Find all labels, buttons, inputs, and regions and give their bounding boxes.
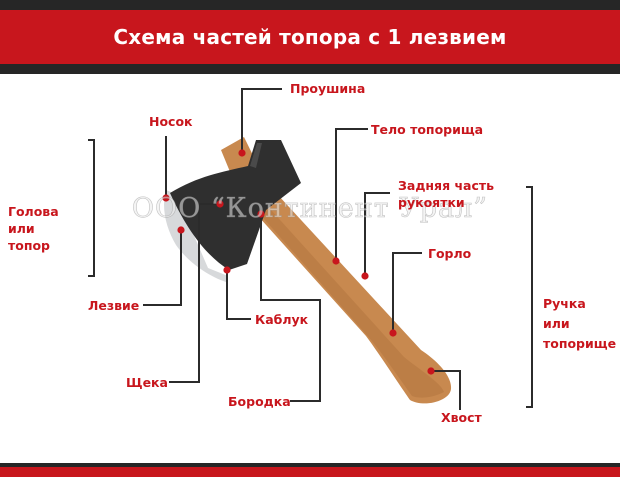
- page-title: Схема частей топора с 1 лезвием: [113, 25, 507, 49]
- label-cheek: Щека: [126, 375, 168, 390]
- leader-blade: [143, 230, 182, 306]
- dot-heel: [223, 266, 231, 274]
- leader-heel: [226, 270, 251, 320]
- label-eye: Проушина: [290, 81, 366, 96]
- label-head: Голова или топор: [8, 204, 59, 253]
- axe-handle: [221, 137, 452, 404]
- bracket-head: [88, 139, 95, 277]
- dot-blade: [177, 226, 185, 234]
- footer-red-band: [0, 467, 620, 477]
- leader-lines: [88, 88, 533, 410]
- label-handle-body: Тело топорища: [371, 122, 484, 137]
- leader-beard: [260, 214, 321, 402]
- handle-shape: [221, 137, 452, 404]
- label-back-of-handle: Задняя часть рукоятки: [398, 178, 495, 210]
- head-body: [170, 140, 301, 270]
- label-beard: Бородка: [228, 394, 291, 409]
- label-blade: Лезвие: [88, 298, 140, 313]
- label-tail: Хвост: [441, 410, 482, 425]
- leader-back-of-handle: [364, 192, 390, 276]
- leader-tail: [431, 370, 461, 410]
- dot-cheek: [216, 200, 224, 208]
- dot-eye: [238, 149, 246, 157]
- dot-handle-body: [332, 257, 340, 265]
- header-red-band: [0, 10, 620, 64]
- dot-back-of-handle: [361, 272, 369, 280]
- head-highlight: [250, 143, 262, 168]
- label-grip: Ручка или топорище: [543, 296, 617, 351]
- leader-handle-body: [335, 128, 368, 261]
- dot-toe: [162, 194, 170, 202]
- label-throat: Горло: [428, 246, 472, 261]
- handle-shading: [257, 200, 444, 398]
- axe-head: [164, 140, 301, 282]
- marker-dots: [162, 149, 435, 375]
- dot-beard: [257, 210, 265, 218]
- bracket-grip: [526, 186, 533, 408]
- leader-eye: [241, 88, 282, 153]
- label-toe: Носок: [149, 114, 193, 129]
- leader-throat: [392, 252, 422, 333]
- label-heel: Каблук: [255, 312, 309, 327]
- dot-tail: [427, 367, 435, 375]
- dot-throat: [389, 329, 397, 337]
- leader-cheek: [169, 203, 220, 383]
